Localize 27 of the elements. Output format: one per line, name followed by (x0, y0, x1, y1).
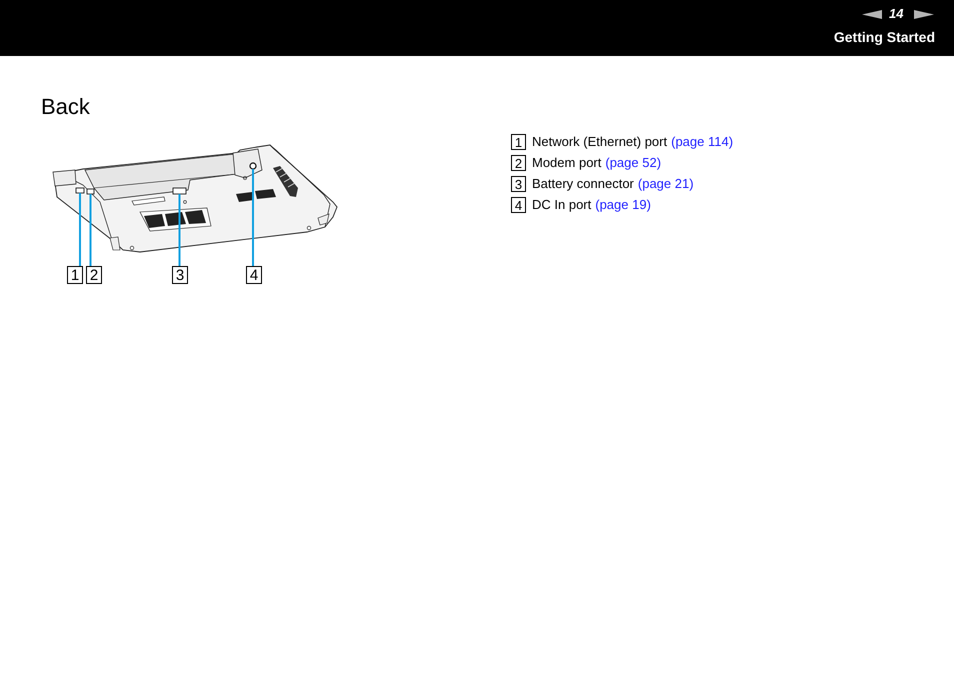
round-jack (249, 162, 257, 170)
page-link: (page 52) (605, 155, 662, 171)
callout-number: 4 (511, 197, 526, 213)
item-description: Battery connector (532, 176, 634, 192)
page-link: (page 19) (595, 197, 651, 213)
item-description: Modem port (532, 155, 602, 171)
callout-number: 2 (511, 155, 526, 171)
callout-number: 1 (511, 134, 526, 150)
page-heading: Back (41, 94, 90, 120)
callout-number: 2 (86, 266, 102, 284)
callout-number: 4 (246, 266, 262, 284)
page-link: (page 114) (671, 134, 734, 150)
callout-number: 3 (511, 176, 526, 192)
leader-line (252, 169, 254, 266)
leader-line (90, 194, 92, 266)
callout-number: 1 (67, 266, 83, 284)
item-description: Network (Ethernet) port (532, 134, 668, 150)
leader-line (178, 194, 180, 266)
leader-line (79, 193, 81, 266)
page-link: (page 21) (638, 176, 694, 192)
item-description: DC In port (532, 197, 592, 213)
connector-slot (172, 188, 186, 194)
port-socket (76, 188, 84, 194)
page-number: 14 (889, 6, 904, 22)
port-socket (86, 188, 94, 194)
callout-number: 3 (172, 266, 188, 284)
section-title: Getting Started (834, 29, 935, 46)
